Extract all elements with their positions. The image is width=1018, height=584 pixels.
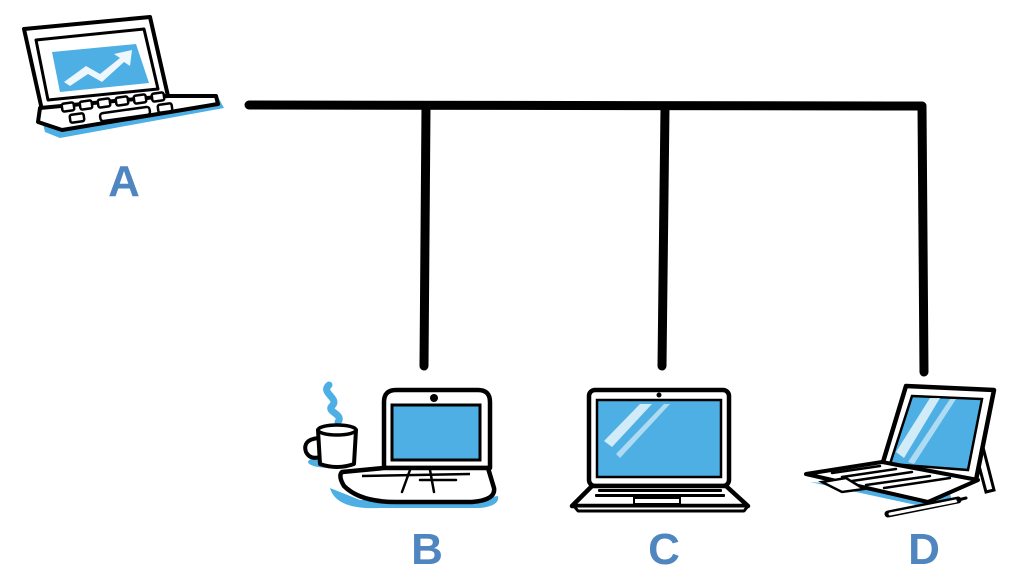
drop-line-c	[657, 102, 670, 371]
drop-line-d	[917, 101, 929, 377]
device-d: D	[804, 383, 997, 574]
device-label-a: A	[108, 157, 140, 206]
bus-lines	[244, 100, 929, 377]
laptop-chart-icon	[22, 15, 224, 138]
device-c: C	[569, 387, 751, 574]
device-a: A	[22, 15, 224, 206]
device-b: B	[303, 381, 499, 574]
device-label-d: D	[908, 525, 940, 574]
retro-laptop-with-coffee-icon	[303, 381, 499, 509]
device-label-c: C	[648, 525, 680, 574]
tablet-with-keyboard-and-stylus-icon	[804, 383, 997, 518]
device-label-b: B	[411, 525, 443, 574]
coffee-mug	[303, 381, 358, 469]
drop-line-b	[419, 102, 431, 371]
bus-backbone	[244, 100, 927, 111]
laptop-icon	[569, 387, 751, 513]
